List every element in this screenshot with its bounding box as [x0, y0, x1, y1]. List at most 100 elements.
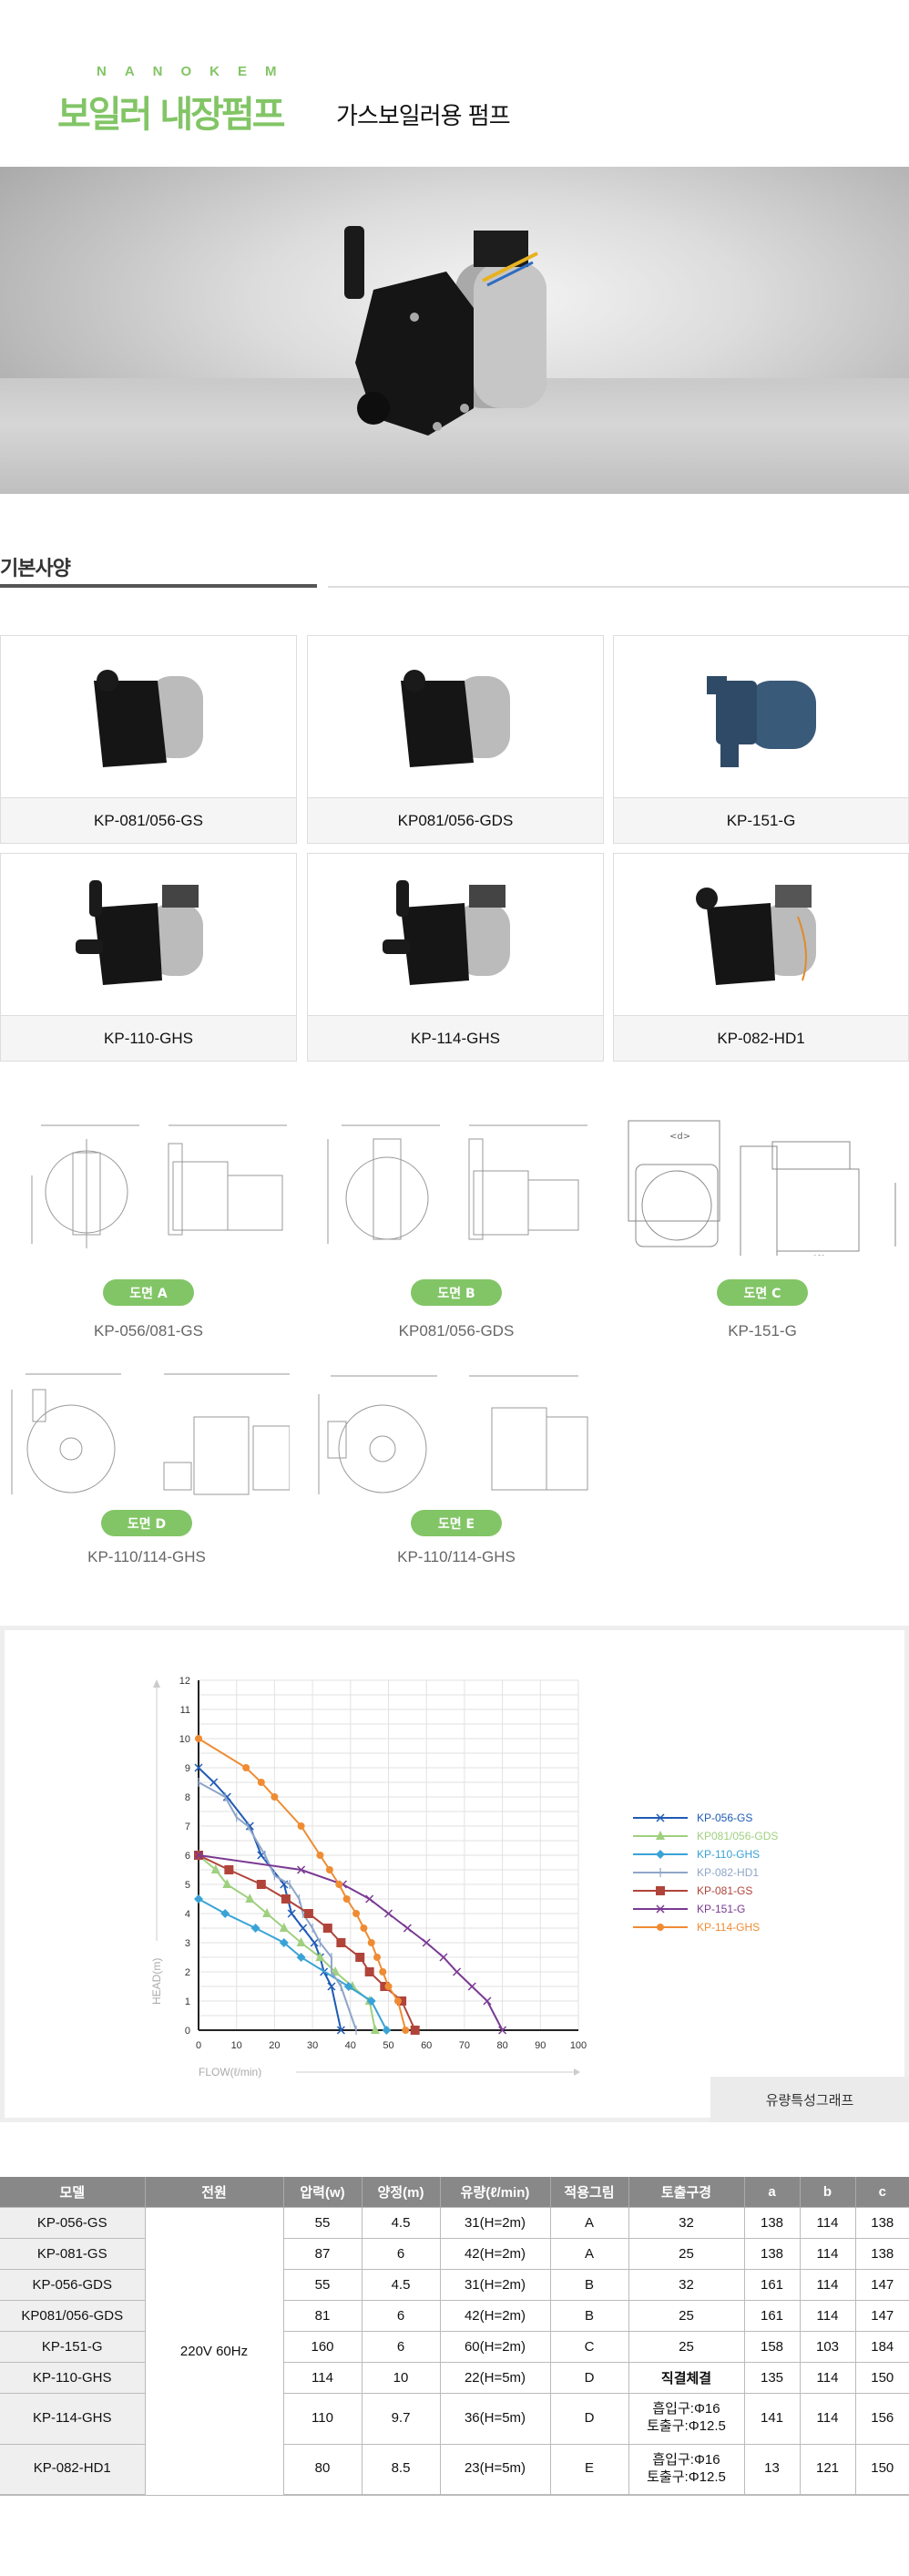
product-card[interactable]: KP-114-GHS	[307, 853, 604, 1062]
table-cell: B	[549, 2299, 629, 2332]
table-cell: 114	[282, 2361, 363, 2394]
table-cell: A	[549, 2237, 629, 2270]
product-card[interactable]: KP-082-HD1	[613, 853, 909, 1062]
legend-item: KP-082-HD1	[633, 1863, 778, 1882]
table-cell: 161	[743, 2268, 801, 2301]
table-cell: KP-056-GS	[0, 2206, 146, 2239]
drawing-c-model: KP-151-G	[728, 1322, 797, 1339]
table-cell: E	[549, 2443, 629, 2496]
svg-text:60: 60	[421, 2040, 432, 2051]
table-header-cell: 유량(ℓ/min)	[439, 2177, 550, 2207]
svg-text:2: 2	[185, 1967, 190, 1978]
product-name: KP-151-G	[614, 797, 908, 843]
table-cell: 6	[361, 2299, 441, 2332]
table-cell: 10	[361, 2361, 441, 2394]
table-cell: 22(H=5m)	[439, 2361, 551, 2394]
table-cell: 121	[799, 2443, 856, 2496]
circle-marker-icon	[633, 1924, 688, 1931]
table-cell: 81	[282, 2299, 363, 2332]
svg-text:HEAD(m): HEAD(m)	[150, 1958, 163, 2005]
table-cell: 160	[282, 2330, 363, 2363]
table-cell: 8.5	[361, 2443, 441, 2496]
product-name: KP-081/056-GS	[1, 797, 296, 843]
hero-product-image	[0, 167, 909, 494]
drawing-d-badge: 도면 D	[101, 1510, 192, 1536]
svg-text:11: 11	[180, 1705, 190, 1716]
legend-label: KP081/056-GDS	[697, 1830, 779, 1842]
technical-drawing-e	[314, 1371, 597, 1499]
table-cell: 150	[854, 2443, 909, 2496]
table-cell: 135	[743, 2361, 801, 2394]
legend-item: KP-151-G	[633, 1900, 778, 1918]
product-card[interactable]: KP-151-G	[613, 635, 909, 844]
table-cell: B	[549, 2268, 629, 2301]
table-cell: 4.5	[361, 2268, 441, 2301]
pump-icon	[706, 676, 816, 767]
legend-label: KP-081-GS	[697, 1884, 753, 1897]
table-cell: 9.7	[361, 2392, 441, 2445]
triangle-marker-icon	[633, 1831, 688, 1840]
table-cell: 147	[854, 2299, 909, 2332]
diamond-marker-icon	[633, 1850, 688, 1859]
product-card[interactable]: KP-081/056-GS	[0, 635, 297, 844]
table-cell: 55	[282, 2268, 363, 2301]
drawing-e-badge: 도면 E	[411, 1510, 502, 1536]
table-cell: 60(H=2m)	[439, 2330, 551, 2363]
x-marker-icon	[633, 1813, 688, 1822]
drawing-a-badge: 도면 A	[103, 1279, 194, 1306]
table-cell: 6	[361, 2237, 441, 2270]
table-cell: 32	[628, 2206, 745, 2239]
table-cell: 25	[628, 2330, 745, 2363]
page-subtitle: 가스보일러용 펌프	[336, 103, 511, 130]
table-cell: 110	[282, 2392, 363, 2445]
product-name: KP-114-GHS	[308, 1015, 603, 1061]
legend-item: KP-114-GHS	[633, 1918, 778, 1936]
table-cell: 114	[799, 2392, 856, 2445]
drawing-a-model: KP-056/081-GS	[93, 1322, 203, 1339]
table-header-cell: 모델	[0, 2177, 145, 2207]
svg-text:100: 100	[570, 2040, 587, 2051]
product-name: KP-082-HD1	[614, 1015, 908, 1061]
section-divider	[328, 586, 909, 588]
power-cell: 220V 60Hz	[144, 2206, 284, 2496]
drawing-b-model: KP081/056-GDS	[398, 1322, 515, 1339]
technical-drawing-a	[23, 1121, 296, 1248]
table-cell: 4.5	[361, 2206, 441, 2239]
svg-text:90: 90	[535, 2040, 546, 2051]
table-cell: 114	[799, 2361, 856, 2394]
table-cell: 직결체결	[628, 2361, 745, 2394]
table-cell: KP-056-GDS	[0, 2268, 146, 2301]
product-card[interactable]: KP-110-GHS	[0, 853, 297, 1062]
svg-text:12: 12	[179, 1676, 190, 1687]
svg-text:0: 0	[196, 2040, 201, 2051]
svg-text:10: 10	[179, 1734, 190, 1745]
svg-text:50: 50	[383, 2040, 393, 2051]
product-card[interactable]: KP081/056-GDS	[307, 635, 604, 844]
section-underline	[0, 584, 317, 588]
plus-marker-icon	[633, 1868, 688, 1877]
chart-series	[198, 1778, 357, 2035]
table-header-cell: b	[799, 2177, 855, 2207]
x-marker-icon	[633, 1904, 688, 1914]
table-cell: 184	[854, 2330, 909, 2363]
svg-text:10: 10	[231, 2040, 242, 2051]
table-header-cell: c	[854, 2177, 909, 2207]
technical-drawing-b	[323, 1121, 597, 1248]
table-cell: 55	[282, 2206, 363, 2239]
table-cell: 114	[799, 2237, 856, 2270]
drawing-b-badge: 도면 B	[411, 1279, 502, 1306]
legend-label: KP-114-GHS	[697, 1921, 761, 1934]
table-header-cell: 압력(w)	[282, 2177, 362, 2207]
table-cell: KP-081-GS	[0, 2237, 146, 2270]
svg-text:5: 5	[185, 1880, 190, 1891]
table-header-cell: 적용그림	[549, 2177, 628, 2207]
legend-item: KP-110-GHS	[633, 1845, 778, 1863]
table-cell: 42(H=2m)	[439, 2237, 551, 2270]
brand-name: NANOKEM	[97, 64, 295, 79]
